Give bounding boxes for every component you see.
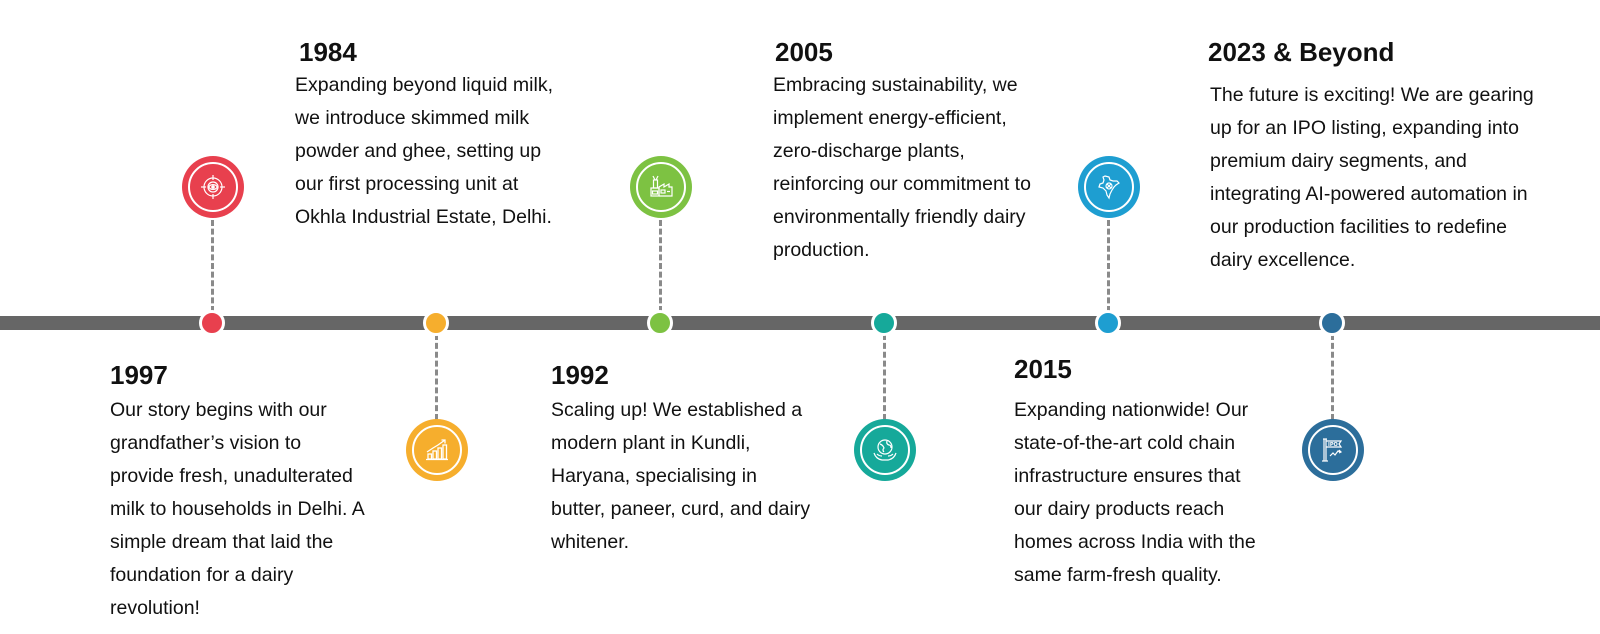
milestone-dot: [199, 310, 225, 336]
milestone-dot: [423, 310, 449, 336]
milestone-description: Scaling up! We established a modern plan…: [551, 399, 811, 553]
vision-target-icon: [201, 175, 225, 199]
factory-icon: [650, 175, 673, 197]
connector-line: [659, 220, 662, 312]
milestone-dot: [1319, 310, 1345, 336]
india-map-icon: [1098, 175, 1120, 200]
milestone-2023-beyond: 2023 & Beyond The future is exciting! We…: [1208, 37, 1550, 277]
milestone-description: Expanding nationwide! Our state-of-the-a…: [1014, 399, 1256, 586]
milestone-2015: 2015 Expanding nationwide! Our state-of-…: [1014, 354, 1274, 592]
ipo-flag-icon: IPO: [1322, 438, 1343, 462]
milestone-dot: [647, 310, 673, 336]
connector-line: [883, 334, 886, 420]
milestone-year: 2005: [775, 37, 833, 67]
milestone-icon-badge: [854, 419, 916, 481]
milestone-description: Embracing sustainability, we implement e…: [773, 74, 1031, 261]
milestone-1984: 1984 Expanding beyond liquid milk, we in…: [295, 37, 555, 234]
milestone-icon-badge: IPO: [1302, 419, 1364, 481]
growth-chart-icon: [426, 439, 448, 461]
milestone-year: 1984: [299, 37, 357, 67]
milestone-1997: 1997 Our story begins with our grandfath…: [110, 360, 370, 625]
connector-line: [435, 334, 438, 420]
milestone-year: 2015: [1014, 354, 1072, 384]
milestone-1992: 1992 Scaling up! We established a modern…: [551, 360, 811, 559]
connector-line: [1331, 334, 1334, 420]
globe-in-hands-icon: [873, 439, 897, 461]
milestone-2005: 2005 Embracing sustainability, we implem…: [773, 37, 1033, 267]
svg-text:IPO: IPO: [1328, 442, 1338, 448]
milestone-icon-badge: [182, 156, 244, 218]
milestone-icon-badge: [1078, 156, 1140, 218]
milestone-description: The future is exciting! We are gearing u…: [1210, 84, 1534, 271]
milestone-year: 2023 & Beyond: [1208, 37, 1395, 67]
milestone-year: 1992: [551, 360, 609, 390]
milestone-icon-badge: [630, 156, 692, 218]
connector-line: [211, 220, 214, 312]
milestone-dot: [871, 310, 897, 336]
milestone-year: 1997: [110, 360, 168, 390]
milestone-description: Expanding beyond liquid milk, we introdu…: [295, 74, 553, 228]
milestone-dot: [1095, 310, 1121, 336]
milestone-icon-badge: [406, 419, 468, 481]
milestone-description: Our story begins with our grandfather’s …: [110, 399, 364, 619]
connector-line: [1107, 220, 1110, 312]
timeline-bar: [0, 316, 1600, 330]
